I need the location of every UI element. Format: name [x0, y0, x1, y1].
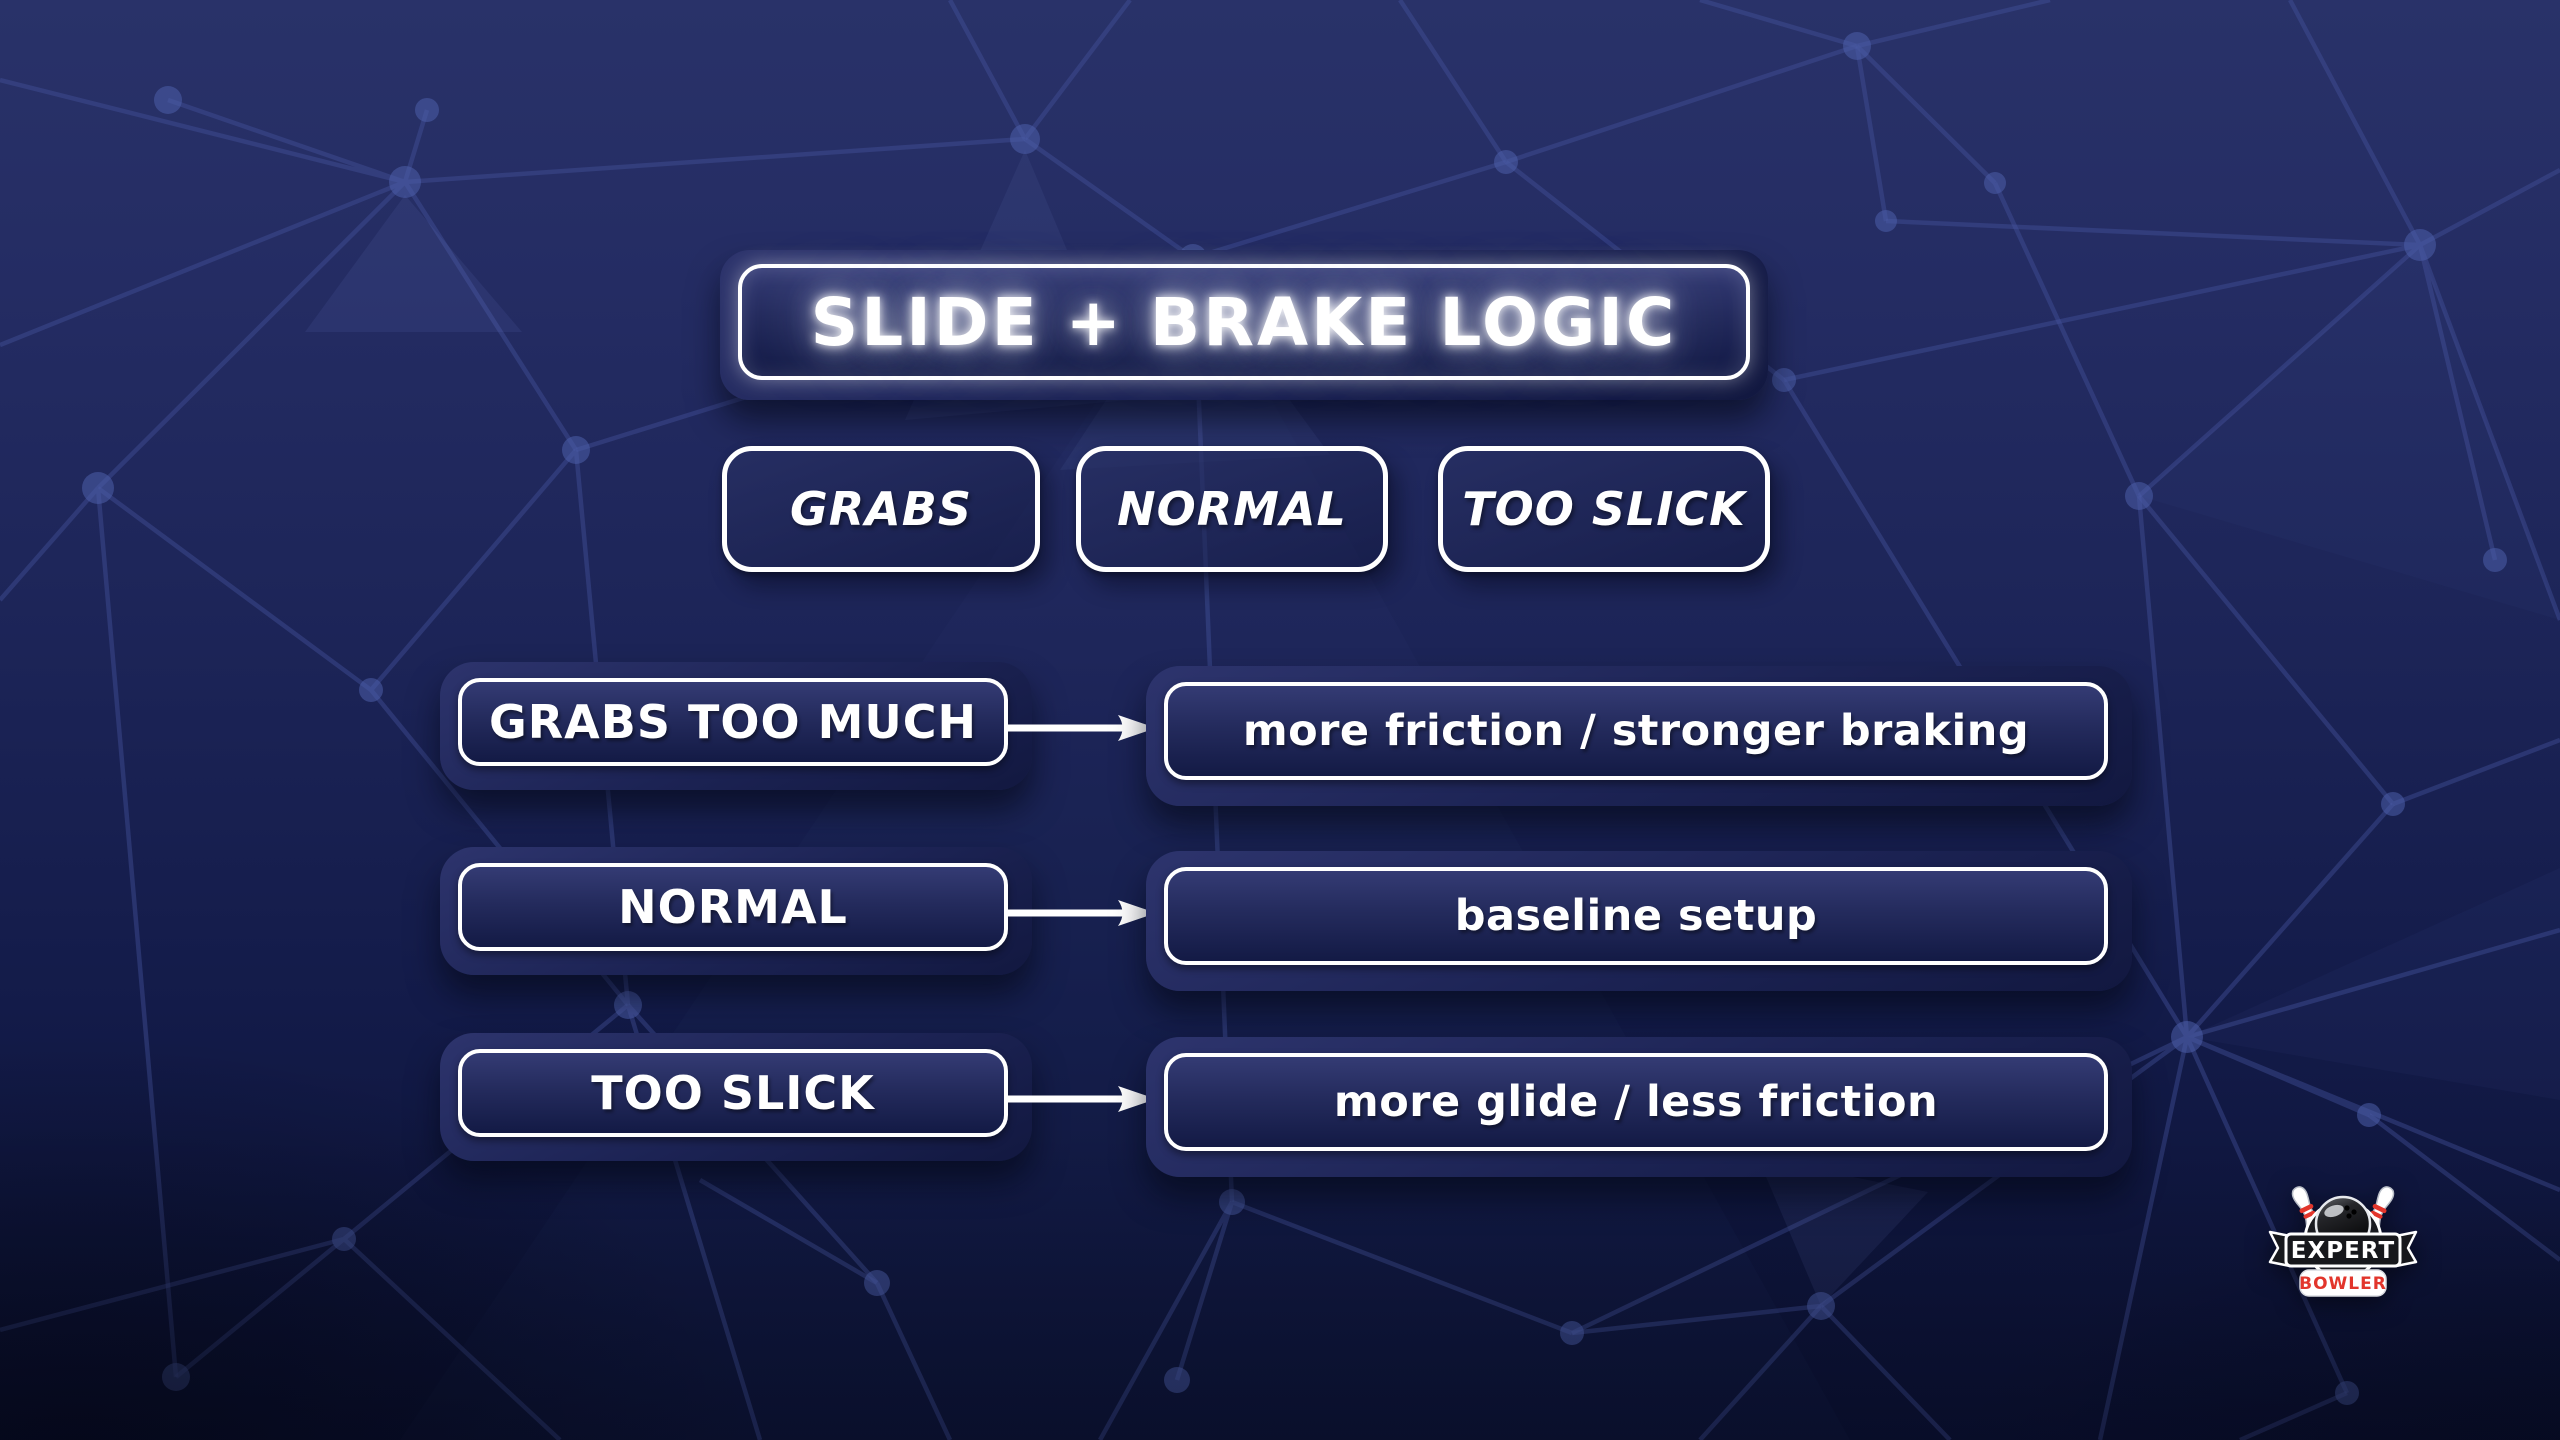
action-frame: baseline setup — [1164, 867, 2108, 965]
condition-frame: TOO SLICK — [458, 1049, 1008, 1137]
condition-box-too-slick: TOO SLICK — [440, 1033, 1032, 1161]
pill-normal-label: NORMAL — [1117, 482, 1347, 536]
condition-label: TOO SLICK — [591, 1066, 875, 1120]
title-banner-frame: SLIDE + BRAKE LOGIC — [738, 264, 1750, 380]
action-label: more friction / stronger braking — [1242, 706, 2030, 756]
action-label: baseline setup — [1454, 891, 1818, 941]
right-arrow-icon — [1008, 900, 1156, 926]
condition-frame: GRABS TOO MUCH — [458, 678, 1008, 766]
logo-top-text: EXPERT — [2291, 1238, 2395, 1264]
banner-ribbon: EXPERT — [2268, 1230, 2418, 1268]
pill-normal: NORMAL — [1076, 446, 1388, 572]
action-frame: more friction / stronger braking — [1164, 682, 2108, 780]
action-frame: more glide / less friction — [1164, 1053, 2108, 1151]
page-title: SLIDE + BRAKE LOGIC — [810, 283, 1678, 361]
action-box-more-friction: more friction / stronger braking — [1146, 666, 2132, 806]
pill-grabs-label: GRABS — [790, 482, 972, 536]
condition-frame: NORMAL — [458, 863, 1008, 951]
pill-too-slick-label: TOO SLICK — [1462, 482, 1746, 536]
expert-bowler-logo: EXPERT BOWLER — [2268, 1186, 2418, 1297]
condition-box-grabs-too-much: GRABS TOO MUCH — [440, 662, 1032, 790]
logo-bottom-plate: BOWLER — [2299, 1269, 2387, 1297]
pill-grabs: GRABS — [722, 446, 1040, 572]
pill-too-slick: TOO SLICK — [1438, 446, 1770, 572]
right-arrow-icon — [1008, 715, 1156, 741]
right-arrow-icon — [1008, 1086, 1156, 1112]
logo-bottom-text: BOWLER — [2299, 1274, 2387, 1294]
condition-label: GRABS TOO MUCH — [489, 695, 977, 749]
action-box-more-glide: more glide / less friction — [1146, 1037, 2132, 1177]
action-box-baseline: baseline setup — [1146, 851, 2132, 991]
condition-box-normal: NORMAL — [440, 847, 1032, 975]
title-banner: SLIDE + BRAKE LOGIC — [720, 250, 1768, 400]
condition-label: NORMAL — [618, 880, 848, 934]
action-label: more glide / less friction — [1333, 1077, 1939, 1127]
